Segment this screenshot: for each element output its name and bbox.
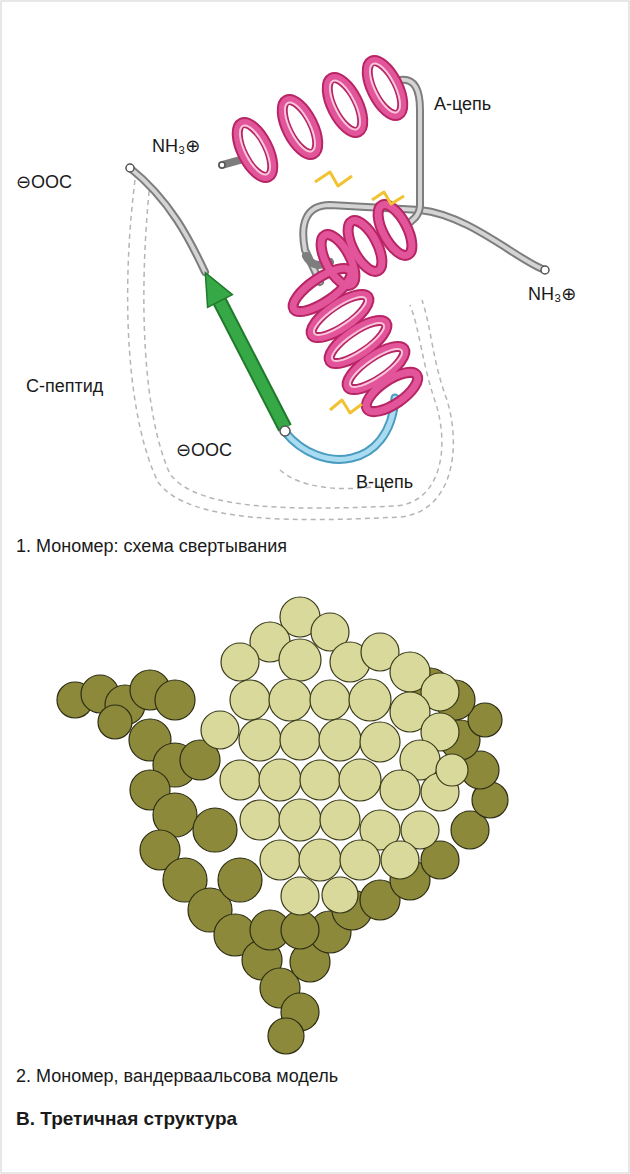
terminus-label: NH₃⊕ [152,136,200,158]
terminus-dot [126,162,549,436]
disulfide-bond [315,172,404,413]
terminus-label: ⊖OOC [16,172,72,194]
panel-caption: 2. Мономер, вандерваальсова модель [16,1066,338,1088]
terminus-label: ⊖OOC [176,440,232,462]
terminus-label: NH₃⊕ [528,284,576,306]
van-der-waals-model-front [201,597,468,915]
coil-tubes [130,80,545,460]
beta-strand-arrow [205,273,285,428]
chain-label: А-цепь [434,94,491,116]
chain-label: В-цепь [356,472,413,494]
alpha-helices [230,55,424,418]
panel-caption: 1. Мономер: схема свертывания [16,536,287,558]
peptide-label: С-пептид [26,376,103,398]
c-peptide-dashes [128,180,454,520]
van-der-waals-model [57,668,508,1054]
figure-title: В. Третичная структура [16,1108,237,1131]
